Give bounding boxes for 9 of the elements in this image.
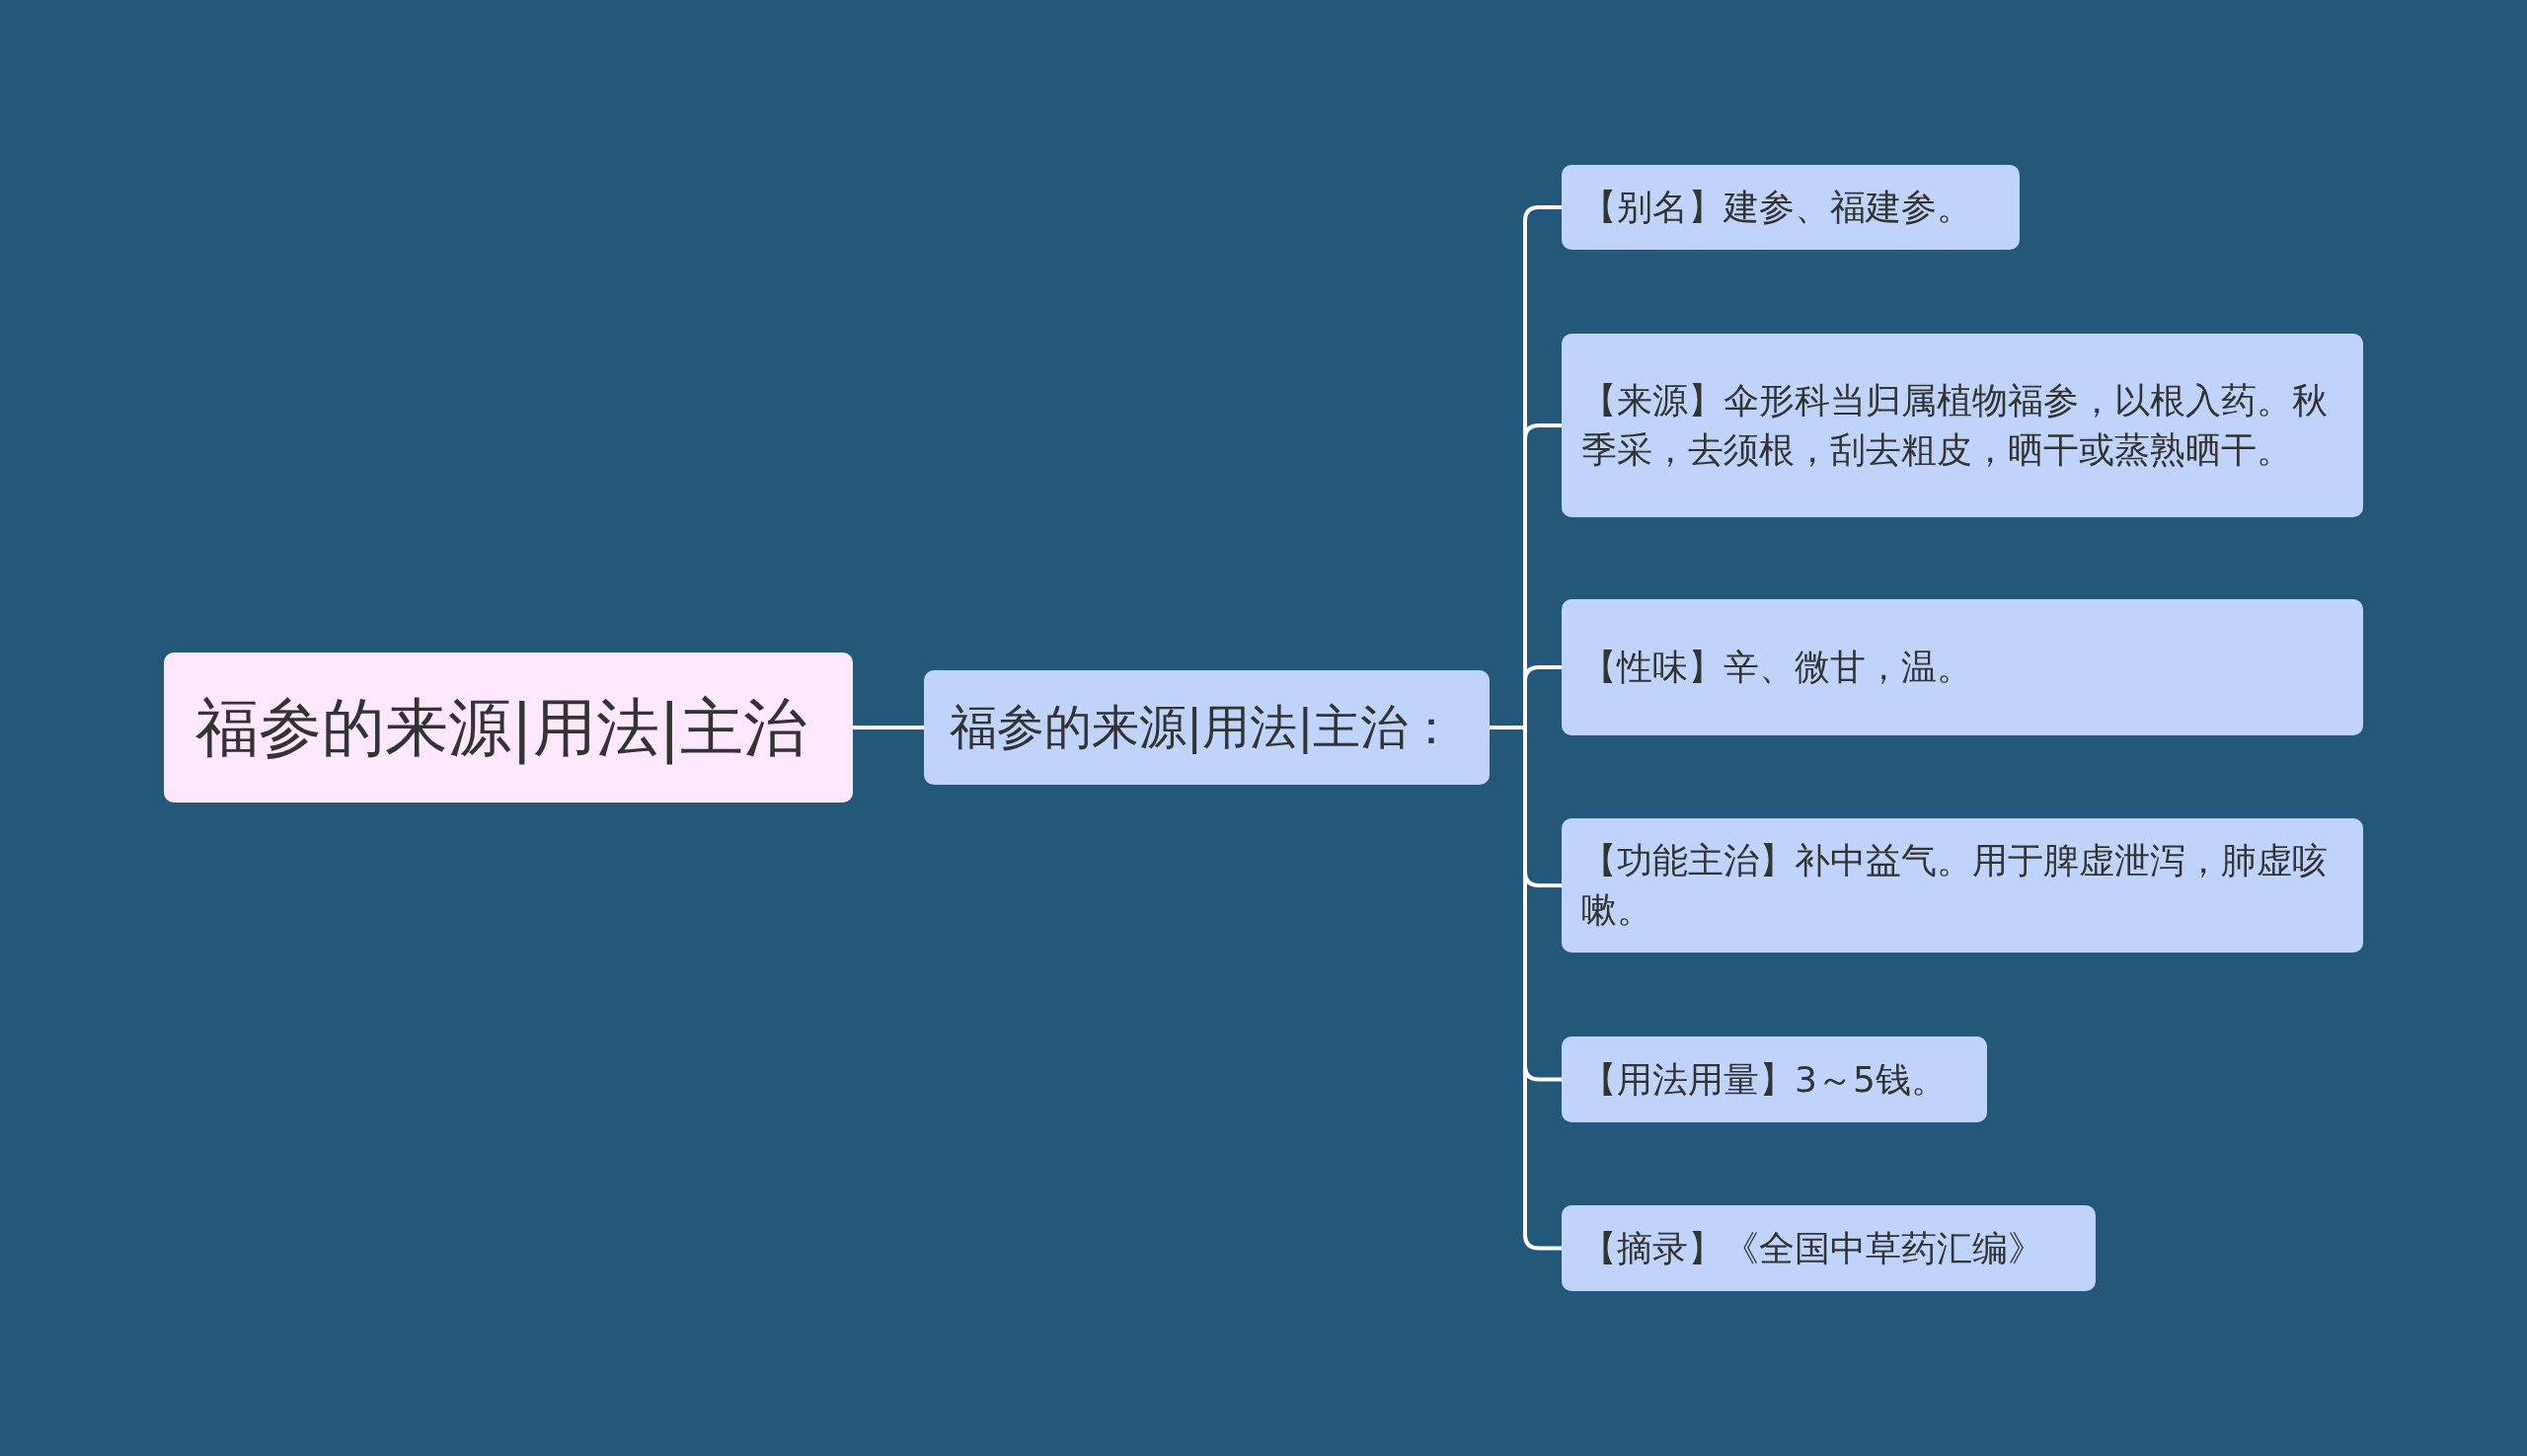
detail-box: 【摘录】《全国中草药汇编》 [1562,1205,2096,1291]
detail-box: 【功能主治】补中益气。用于脾虚泄泻，肺虚咳嗽。 [1562,818,2363,953]
connector-line [853,726,924,729]
detail-box: 【性味】辛、微甘，温。 [1562,599,2363,735]
detail-box: 【别名】建参、福建参。 [1562,165,2020,250]
subtopic-box: 福参的来源|用法|主治： [924,670,1490,785]
detail-box: 【用法用量】3～5钱。 [1562,1036,1987,1122]
topic-box: 福参的来源|用法|主治 [164,652,853,803]
detail-box: 【来源】伞形科当归属植物福参，以根入药。秋季采，去须根，刮去粗皮，晒干或蒸熟晒干。 [1562,334,2363,517]
